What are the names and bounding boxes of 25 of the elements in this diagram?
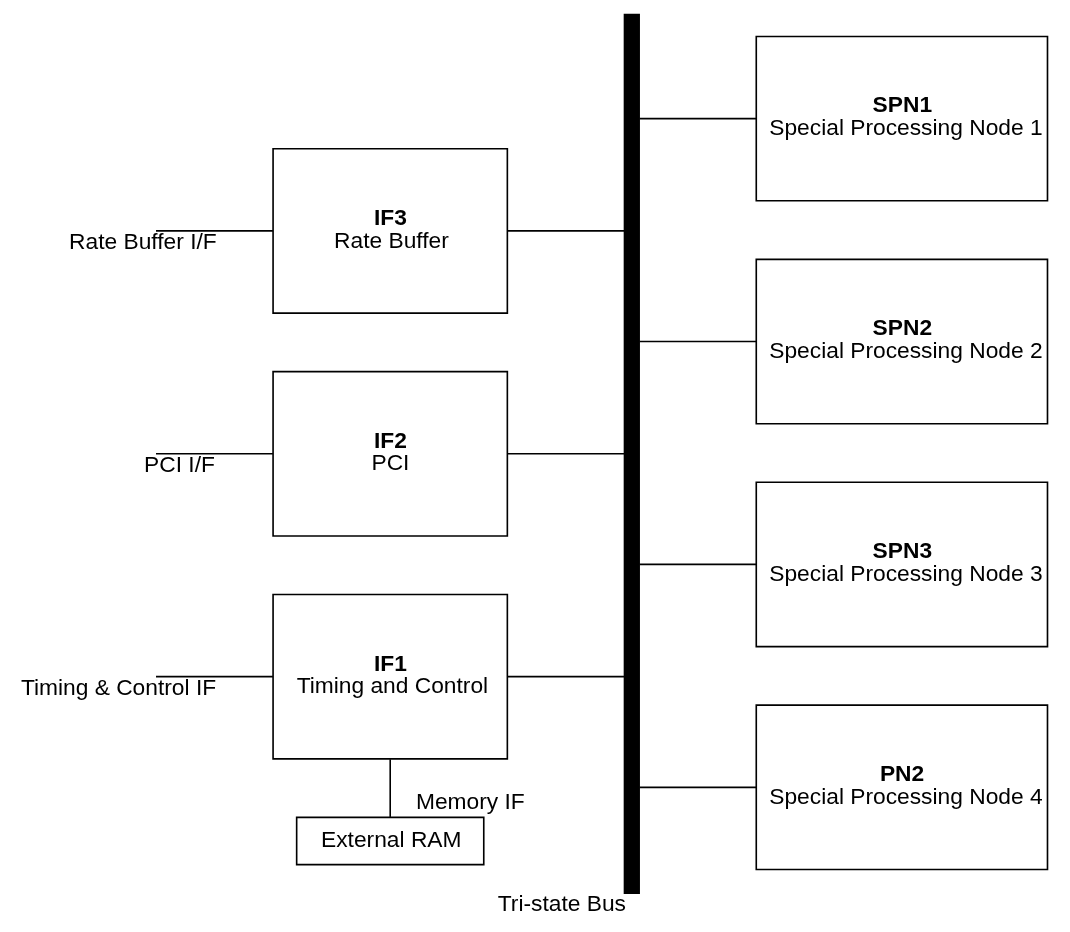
connector (638, 117, 757, 120)
connector (155, 453, 274, 455)
edge-label: Rate Buffer I/F (69, 228, 217, 255)
node-box: PN2 Special Processing Node 4 (755, 704, 1049, 871)
node-box: IF2 PCI (272, 370, 509, 537)
node-bar (623, 13, 640, 894)
node-box: External RAM (295, 816, 485, 866)
connector (389, 758, 392, 818)
connector (506, 230, 625, 232)
connector (638, 563, 757, 566)
connector (155, 230, 274, 232)
connector (638, 340, 757, 343)
node-box: SPN1 Special Processing Node 1 (755, 35, 1049, 202)
node-label: Tri-state Bus (497, 890, 626, 917)
node-box: IF3 Rate Buffer (272, 147, 509, 314)
node-box: SPN3 Special Processing Node 3 (755, 481, 1049, 648)
connector (506, 453, 625, 455)
connector (506, 675, 625, 678)
connector (638, 786, 757, 789)
node-box: SPN2 Special Processing Node 2 (755, 258, 1049, 425)
edge-label: Timing & Control IF (20, 673, 217, 700)
edge-label: Memory IF (415, 787, 525, 814)
node-box: IF1 Timing and Control (272, 593, 509, 760)
connector (155, 675, 274, 678)
edge-label: PCI I/F (144, 451, 215, 478)
